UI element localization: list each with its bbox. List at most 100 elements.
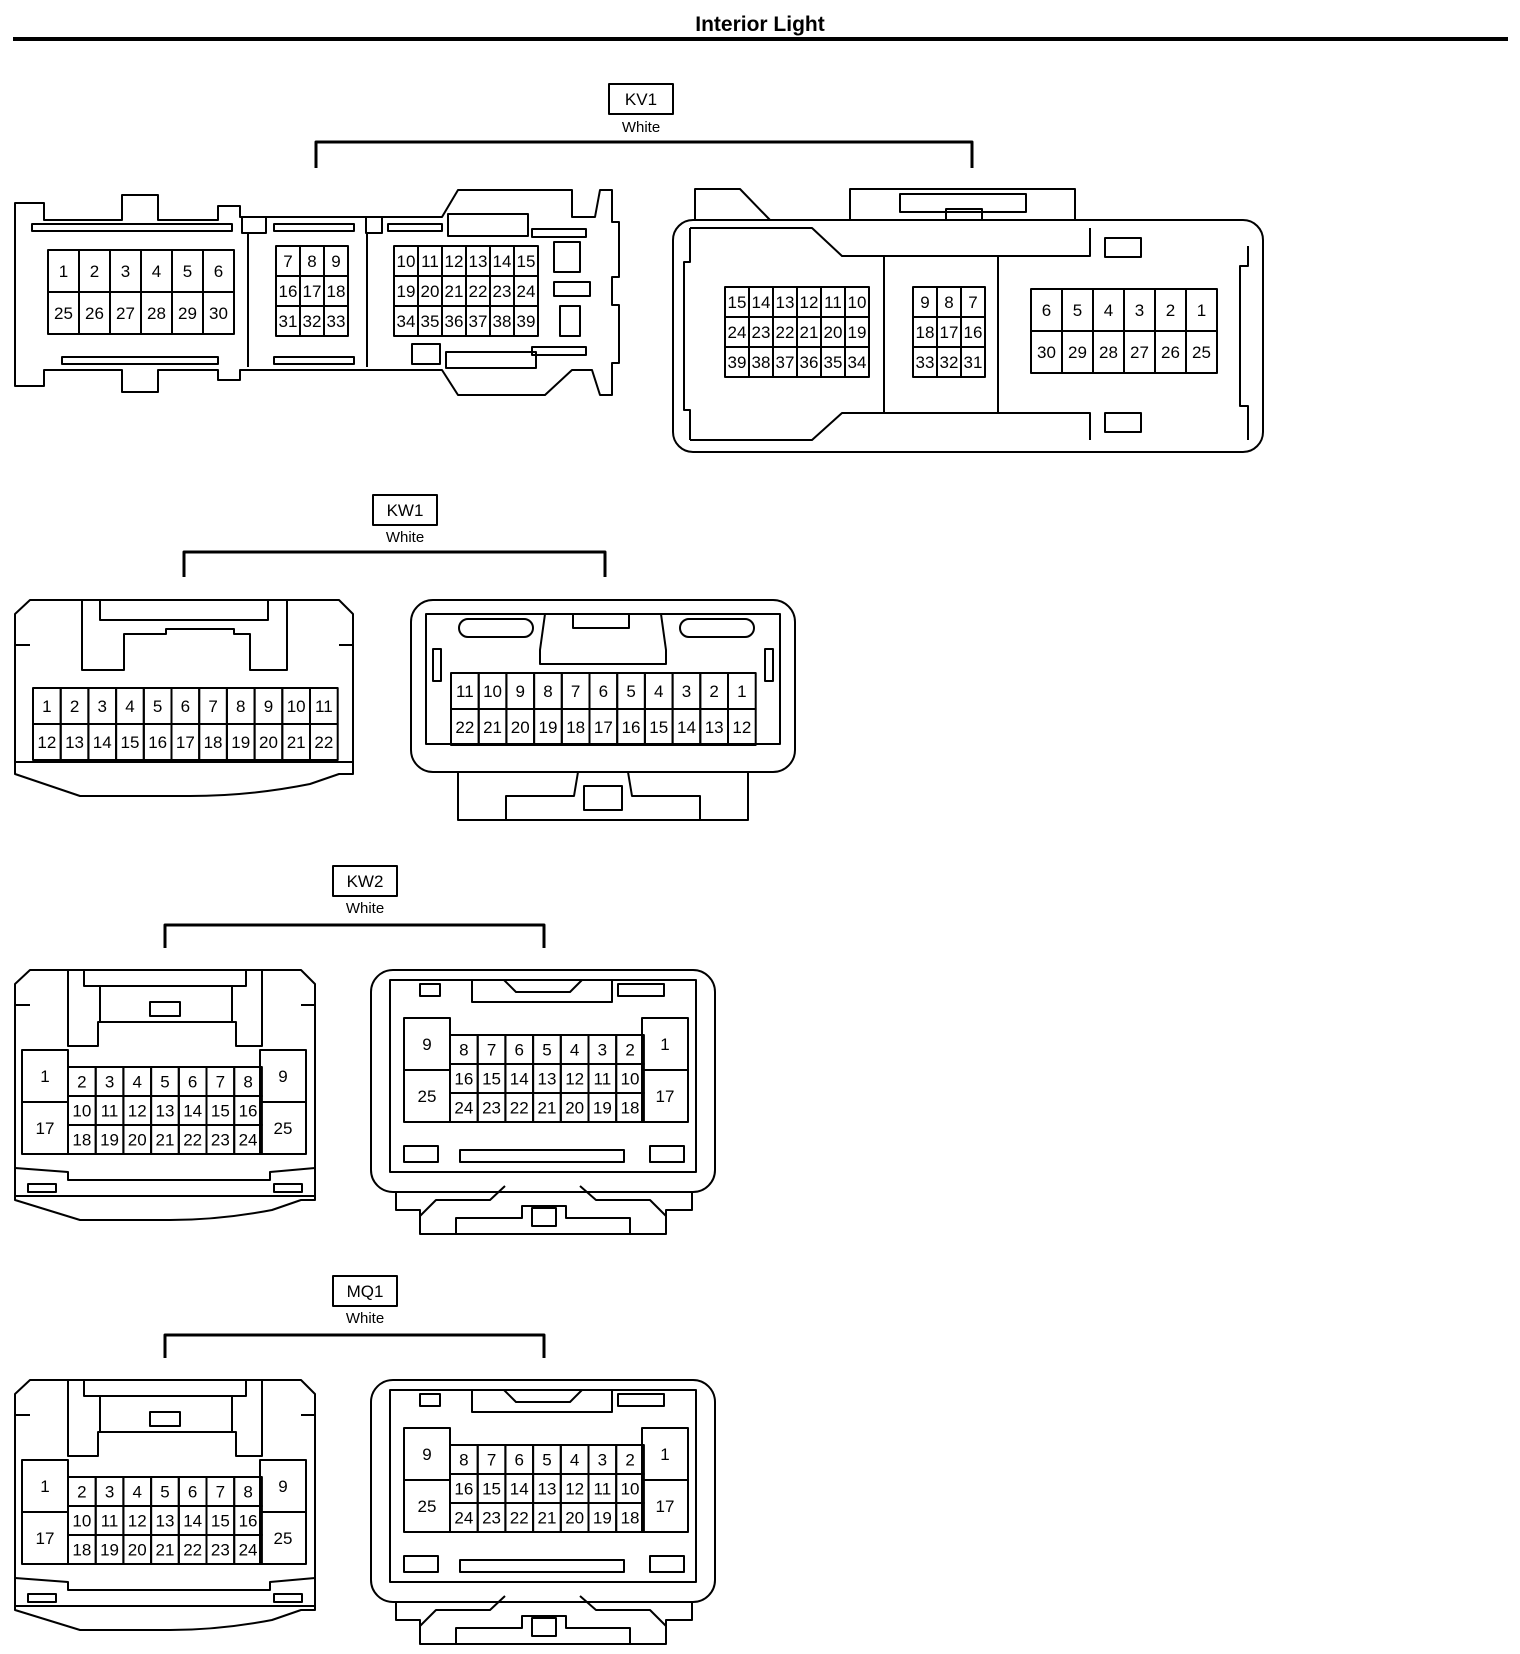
- pin-number: 17: [176, 733, 195, 752]
- pin-number: 3: [1135, 301, 1144, 320]
- pin-number: 11: [421, 252, 439, 271]
- pin-number: 22: [510, 1099, 529, 1118]
- connector-color: White: [386, 529, 424, 546]
- pin-number: 6: [515, 1451, 524, 1470]
- pin-number: 13: [155, 1512, 174, 1531]
- pin-number: 28: [1099, 343, 1118, 362]
- pin-number: 8: [236, 697, 245, 716]
- pin-number: 24: [239, 1131, 258, 1150]
- pin-number: 22: [183, 1541, 202, 1560]
- pin-number: 3: [682, 682, 691, 701]
- pin-number: 13: [65, 733, 84, 752]
- pin-number: 5: [626, 682, 635, 701]
- pin-number: 20: [824, 323, 843, 342]
- pin-number: 12: [37, 733, 56, 752]
- pin-number: 11: [824, 293, 842, 312]
- pin-number: 23: [752, 323, 771, 342]
- pin-number: 23: [211, 1541, 230, 1560]
- pin-number: 21: [155, 1131, 174, 1150]
- pin-number: 5: [183, 262, 192, 281]
- pin-number: 15: [211, 1102, 230, 1121]
- pin-cell: [259, 1511, 307, 1565]
- pin-number: 39: [728, 353, 747, 372]
- pin-number: 9: [264, 697, 273, 716]
- connector-color: White: [622, 119, 660, 136]
- pin-number: 22: [455, 718, 474, 737]
- pin-number: 7: [571, 682, 580, 701]
- pin-number: 17: [656, 1087, 675, 1106]
- connector-code: KV1: [625, 90, 657, 109]
- pin-number: 20: [511, 718, 530, 737]
- pin-number: 19: [397, 282, 416, 301]
- pin-number: 2: [709, 682, 718, 701]
- pin-number: 12: [732, 718, 751, 737]
- pin-number: 2: [1166, 301, 1175, 320]
- pin-number: 3: [598, 1041, 607, 1060]
- pin-number: 3: [105, 1073, 114, 1092]
- connector-color: White: [346, 1310, 384, 1327]
- pin-number: 24: [454, 1509, 473, 1528]
- pin-number: 3: [105, 1483, 114, 1502]
- pin-number: 16: [148, 733, 167, 752]
- pin-number: 14: [93, 733, 112, 752]
- pin-number: 13: [469, 252, 488, 271]
- pin-number: 1: [660, 1035, 669, 1054]
- pin-cell: [615, 1092, 645, 1123]
- pin-number: 15: [649, 718, 668, 737]
- pin-number: 21: [155, 1541, 174, 1560]
- pin-number: 9: [331, 252, 340, 271]
- pin-number: 10: [621, 1070, 640, 1089]
- pin-number: 28: [147, 304, 166, 323]
- pin-number: 8: [243, 1073, 252, 1092]
- pin-number: 8: [243, 1483, 252, 1502]
- pin-number: 4: [125, 697, 134, 716]
- pin-number: 12: [800, 293, 819, 312]
- pin-number: 4: [570, 1451, 579, 1470]
- pin-number: 27: [116, 304, 135, 323]
- pin-cell: [641, 1069, 689, 1123]
- pin-number: 25: [274, 1529, 293, 1548]
- pin-number: 11: [101, 1512, 119, 1531]
- pin-number: 17: [36, 1529, 55, 1548]
- pin-cell: [202, 291, 235, 335]
- page-title: Interior Light: [695, 13, 825, 36]
- pin-number: 37: [776, 353, 795, 372]
- pin-number: 34: [397, 312, 416, 331]
- pin-number: 25: [418, 1497, 437, 1516]
- connector-housing-kw2-right: [370, 969, 716, 1235]
- pin-number: 14: [493, 252, 512, 271]
- pin-cell: [641, 1479, 689, 1533]
- pin-number: 1: [40, 1477, 49, 1496]
- connector-housing-kw2-left: [14, 969, 316, 1221]
- pin-number: 14: [510, 1070, 529, 1089]
- pin-number: 14: [183, 1512, 202, 1531]
- pin-number: 6: [181, 697, 190, 716]
- pin-number: 36: [800, 353, 819, 372]
- pin-number: 7: [208, 697, 217, 716]
- pin-cell: [323, 305, 349, 337]
- pin-number: 29: [178, 304, 197, 323]
- pin-number: 16: [454, 1070, 473, 1089]
- connector-housing-mq1-right: [370, 1379, 716, 1645]
- pin-number: 12: [565, 1070, 584, 1089]
- pin-number: 5: [160, 1073, 169, 1092]
- pin-number: 6: [599, 682, 608, 701]
- pin-number: 11: [101, 1102, 119, 1121]
- pin-number: 20: [421, 282, 440, 301]
- pin-number: 20: [128, 1541, 147, 1560]
- pin-number: 4: [133, 1483, 142, 1502]
- pin-number: 25: [1192, 343, 1211, 362]
- pin-number: 15: [482, 1070, 501, 1089]
- pin-number: 35: [824, 353, 843, 372]
- pin-number: 26: [1161, 343, 1180, 362]
- pin-number: 25: [274, 1119, 293, 1138]
- pin-number: 10: [397, 252, 416, 271]
- pin-number: 31: [964, 353, 983, 372]
- pin-number: 9: [278, 1477, 287, 1496]
- pin-number: 5: [153, 697, 162, 716]
- pin-number: 18: [621, 1509, 640, 1528]
- pin-cell: [1185, 330, 1218, 374]
- pin-number: 23: [482, 1099, 501, 1118]
